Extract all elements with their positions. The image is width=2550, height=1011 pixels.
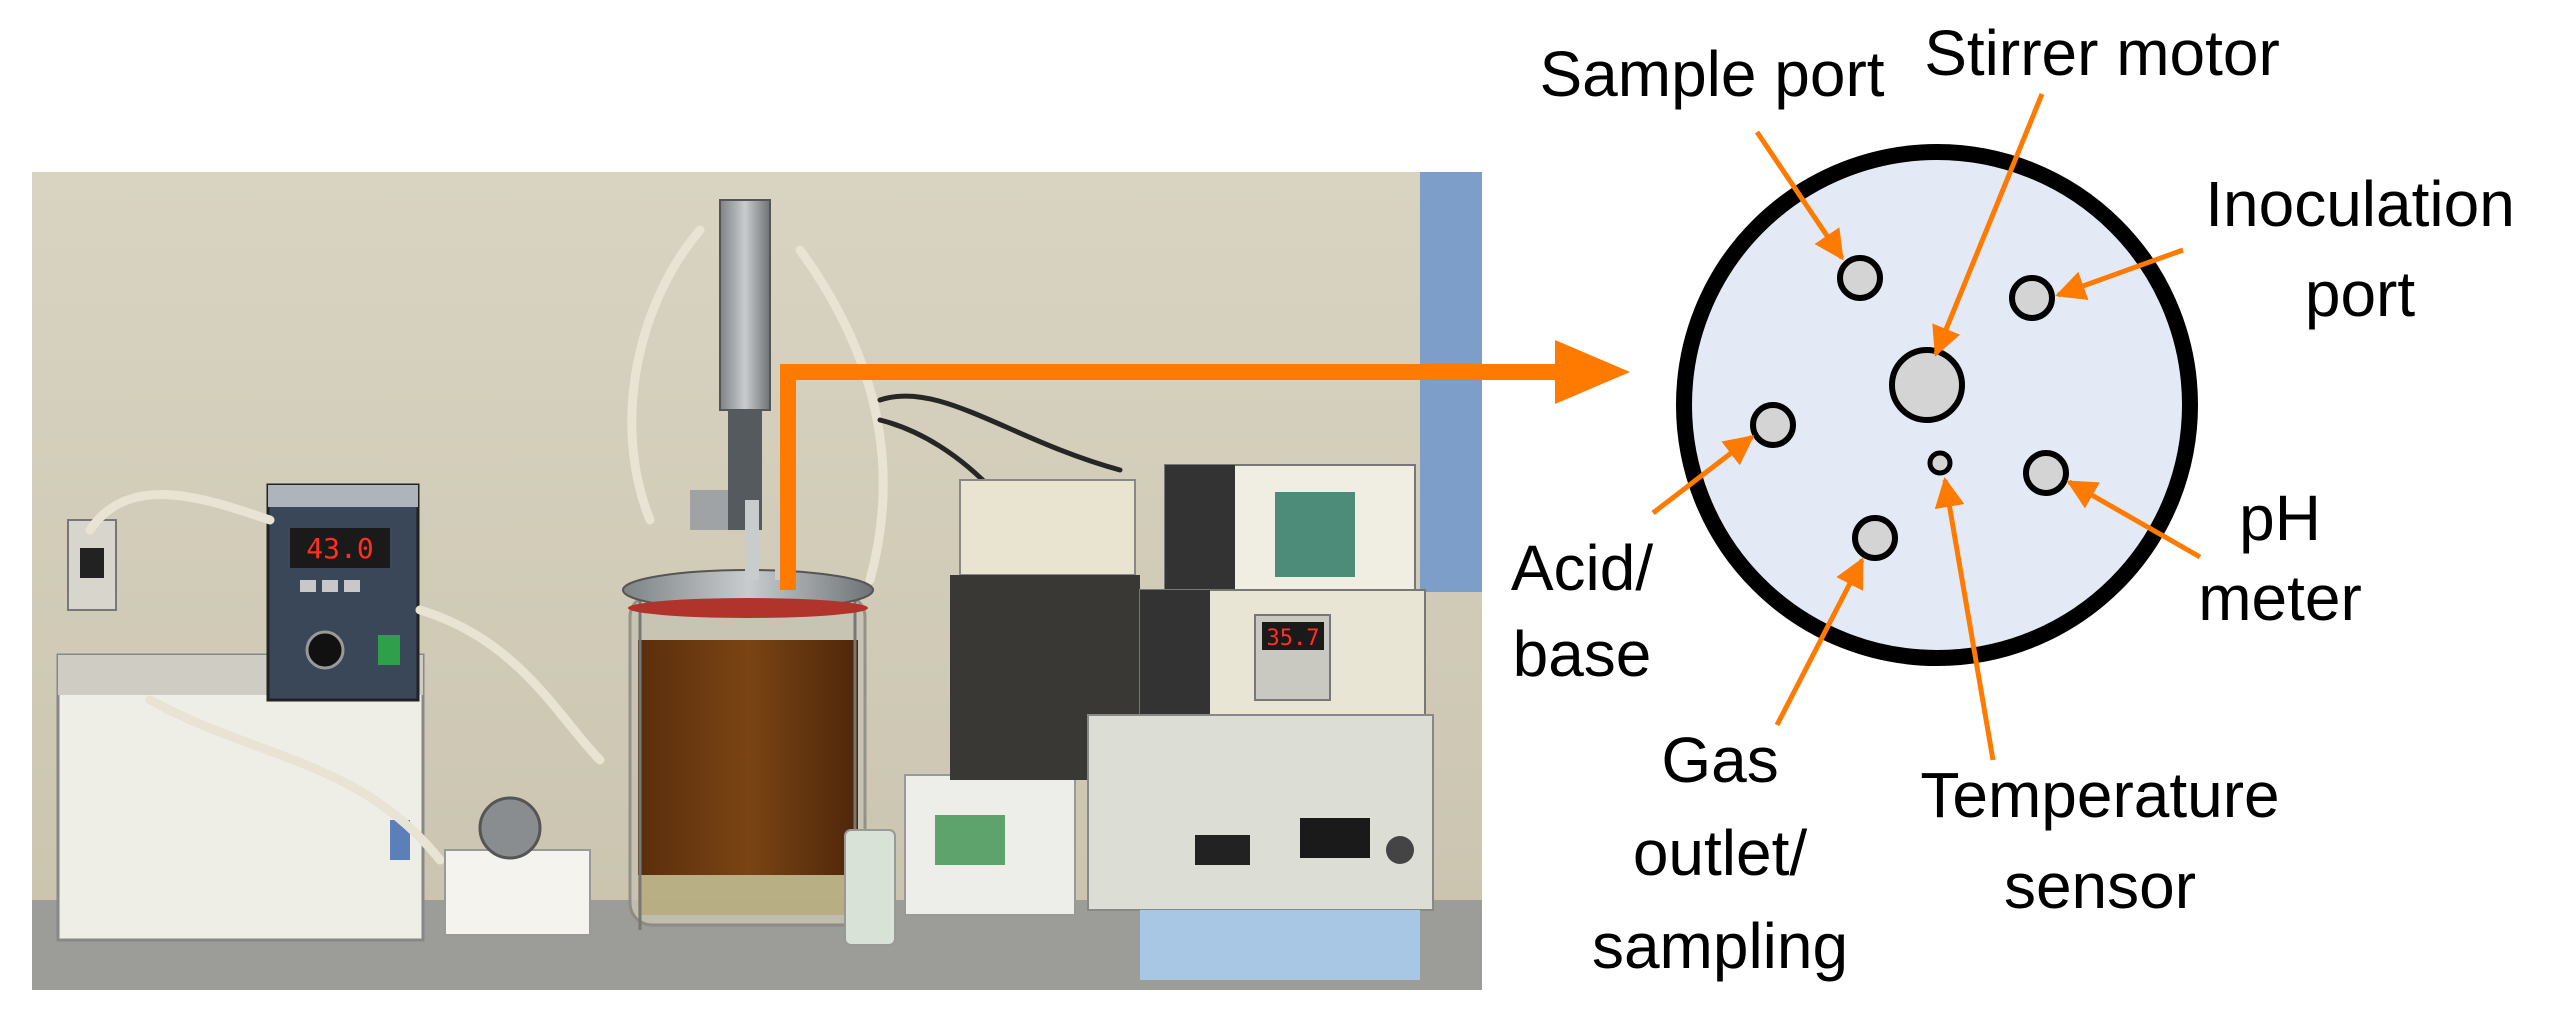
circulator-display: 43.0: [306, 532, 373, 565]
heating-circulator: 43.0: [266, 483, 420, 702]
ph-meter-arrow: [2066, 479, 2202, 560]
acid-base-port-hole: [1750, 402, 1796, 448]
acid-base-arrow: [1651, 435, 1755, 515]
callout-labels: Sample port Stirrer motor Inoculation po…: [1511, 17, 2515, 982]
gas-outlet-hole: [1852, 515, 1898, 561]
broth: [638, 640, 858, 875]
ph-controller: [1164, 464, 1416, 594]
ph-meter-label-line1: pH: [2239, 482, 2321, 554]
gas-outlet-arrow: [1774, 557, 1865, 727]
stirrer-motor-label: Stirrer motor: [1924, 17, 2280, 89]
gas-flow-controller: [1087, 714, 1434, 911]
control-knob: [305, 630, 345, 670]
callout-arrows: [1651, 93, 2202, 761]
temperature-sensor-label-line2: sensor: [2004, 850, 2196, 922]
temperature-sensor-arrow: [1934, 477, 1996, 761]
inoculation-port-hole: [2009, 275, 2055, 321]
gas-outlet-label-line2: outlet/: [1633, 817, 1808, 889]
inoculation-port-label-line2: port: [2305, 258, 2416, 330]
temperature-sensor-hole: [1927, 450, 1953, 476]
sample-bottle: [844, 829, 896, 946]
bioreactor-photo: 43.0: [32, 172, 1482, 990]
foam-base: [1140, 910, 1420, 980]
stirrer-motor-arrow: [1932, 93, 2045, 357]
stirrer-controller: [904, 774, 1076, 916]
inoculation-port-arrow: [2055, 247, 2184, 300]
sample-port-label: Sample port: [1539, 38, 1884, 110]
tubing: [85, 225, 888, 865]
acid-base-label-line1: Acid/: [1511, 532, 1654, 604]
controller-display: 35.7: [1267, 626, 1320, 651]
power-switch: [378, 635, 400, 665]
head-plate-schematic: [1676, 144, 2198, 666]
stirrer-motor-hole: [1889, 347, 1965, 423]
connector-arrowhead: [1555, 340, 1630, 404]
acid-base-label-line2: base: [1513, 618, 1652, 690]
bioreactor-vessel: [622, 569, 874, 930]
reservoir-box: [959, 479, 1136, 576]
temperature-sensor-label-line1: Temperature: [1920, 759, 2279, 831]
ph-meter-label-line2: meter: [2198, 562, 2362, 634]
connector-arrow: [780, 340, 1630, 590]
peristaltic-pump: [444, 796, 591, 936]
gas-outlet-label-line1: Gas: [1661, 724, 1778, 796]
temperature-controller: 35.7: [1139, 589, 1426, 716]
gas-outlet-label-line3: sampling: [1592, 910, 1848, 982]
window: [1420, 172, 1482, 592]
sample-port-hole: [1837, 255, 1883, 301]
circulator-display-panel: [290, 528, 390, 568]
sample-port-arrow: [1754, 130, 1845, 261]
ph-meter-hole: [2023, 450, 2069, 496]
inoculation-port-label-line1: Inoculation: [2205, 168, 2515, 240]
stirrer-motor-unit: [690, 199, 787, 580]
